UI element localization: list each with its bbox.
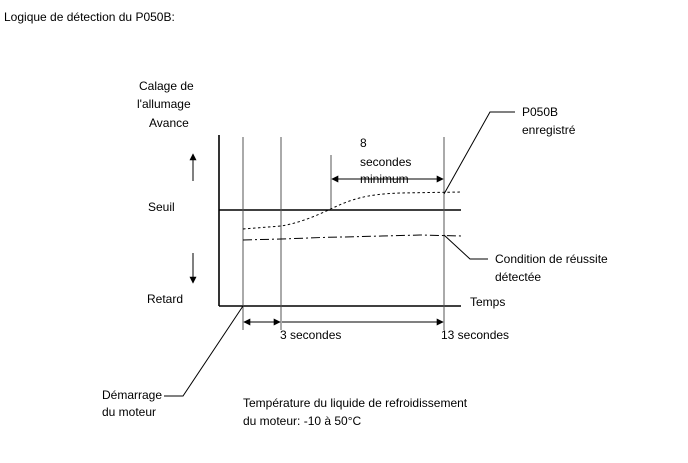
recorded-callout-leader: [443, 111, 515, 195]
y-axis-label-line-1: Calage de: [139, 79, 194, 93]
detected-timing-curve: [242, 191, 463, 230]
x-axis-label: Temps: [470, 295, 505, 309]
engine-start-callout-line-1: Démarrage: [102, 388, 162, 402]
y-axis-label-line-2: l'allumage: [137, 97, 191, 111]
diagram-title: Logique de détection du P050B:: [4, 10, 175, 24]
y-axis-label-line-3: Avance: [149, 116, 189, 130]
eight-seconds-label-line-2: secondes: [360, 155, 411, 169]
recorded-callout-line-2: enregistré: [522, 123, 576, 137]
retard-label: Retard: [147, 292, 183, 306]
coolant-temperature-note-line-1: Température du liquide de refroidissemen…: [243, 396, 468, 410]
eight-seconds-label-line-3: minimum: [360, 172, 409, 186]
thirteen-seconds-label: 13 secondes: [441, 328, 509, 342]
success-callout-line-2: détectée: [495, 270, 541, 284]
engine-start-callout-line-2: du moteur: [102, 405, 156, 419]
engine-start-callout-leader: [164, 305, 244, 397]
coolant-temperature-note-line-2: du moteur: -10 à 50°C: [243, 414, 362, 428]
eight-seconds-label-line-1: 8: [360, 136, 367, 150]
success-callout-leader: [443, 234, 488, 260]
three-seconds-label: 3 secondes: [280, 328, 341, 342]
success-condition-curve: [242, 234, 463, 241]
success-callout-line-1: Condition de réussite: [495, 252, 608, 266]
threshold-label: Seuil: [148, 200, 175, 214]
recorded-callout-line-1: P050B: [522, 105, 558, 119]
